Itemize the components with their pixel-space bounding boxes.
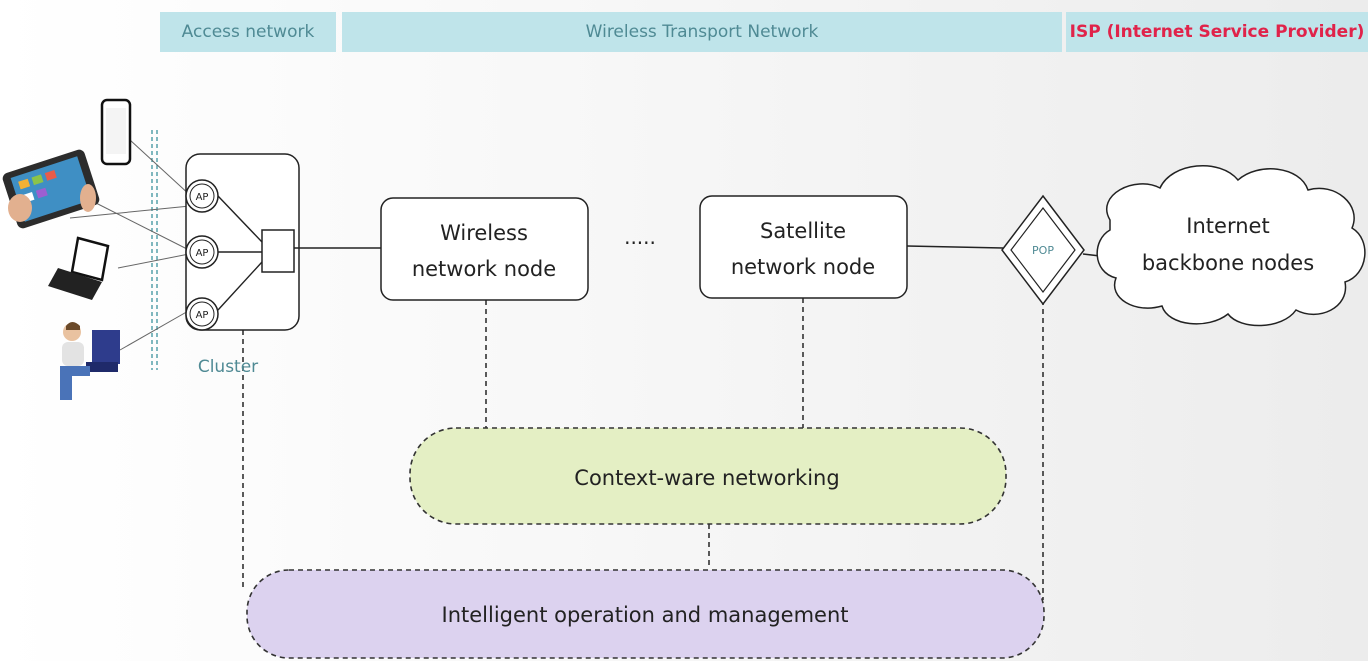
- wireless-network-node: [380, 197, 589, 301]
- transport-network-label: Wireless Transport Network: [585, 22, 819, 42]
- device-link: [89, 199, 190, 251]
- transport-network-band: Wireless Transport Network: [342, 12, 1062, 52]
- ellipsis: .....: [624, 225, 656, 249]
- management-label: Intelligent operation and management: [442, 603, 849, 627]
- device-link: [117, 253, 190, 269]
- satellite-node-label-2: network node: [731, 255, 875, 279]
- access-network-band: Access network: [160, 12, 336, 52]
- ap-label: AP: [196, 192, 209, 203]
- context-layer: [409, 427, 1007, 525]
- isp-label: ISP (Internet Service Provider): [1069, 22, 1365, 42]
- management-layer: [246, 569, 1045, 659]
- device-link: [119, 309, 191, 351]
- cluster-label: Cluster: [198, 357, 258, 377]
- access-point-3: AP: [185, 297, 219, 331]
- wireless-node-label-1: Wireless: [440, 221, 528, 245]
- pop-label: POP: [1032, 244, 1054, 257]
- satellite-to-pop-link: [906, 245, 1004, 249]
- wireless-node-label-2: network node: [412, 257, 556, 281]
- internet-label-2: backbone nodes: [1142, 251, 1314, 275]
- satellite-network-node: [699, 195, 908, 299]
- access-network-label: Access network: [181, 22, 315, 42]
- smartphone-icon: [100, 98, 132, 166]
- ap-to-switch-link: [217, 261, 263, 311]
- desktop-user-icon: [60, 322, 120, 400]
- internet-cloud: Internet backbone nodes: [1096, 164, 1366, 327]
- access-point-1: AP: [185, 179, 219, 213]
- tablet-icon: [2, 149, 100, 229]
- ap-label: AP: [196, 310, 209, 321]
- context-label: Context-ware networking: [574, 466, 839, 490]
- access-point-2: AP: [185, 235, 219, 269]
- ap-to-switch-link: [217, 195, 263, 243]
- device-link: [69, 205, 191, 219]
- isp-band: ISP (Internet Service Provider): [1066, 12, 1368, 52]
- internet-label-1: Internet: [1186, 214, 1269, 238]
- cluster-switch: [261, 229, 295, 273]
- device-link: [129, 139, 192, 197]
- satellite-node-label-1: Satellite: [760, 219, 846, 243]
- laptop-icon: [48, 236, 110, 300]
- pop-node: POP: [1001, 194, 1085, 306]
- ap-label: AP: [196, 248, 209, 259]
